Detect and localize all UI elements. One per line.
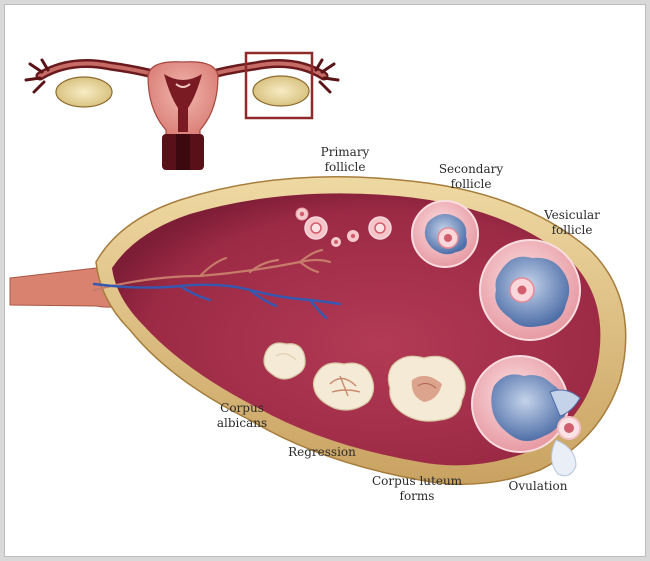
ovulating-follicle	[471, 355, 581, 453]
egg-cell-icon	[551, 416, 581, 477]
uterus-diagram	[24, 58, 340, 170]
secondary-follicle-line2: follicle	[450, 177, 492, 191]
primary-follicle-line1: Primary	[320, 145, 370, 159]
vesicular-follicle-label: Vesicular follicle	[532, 208, 612, 238]
primary-follicle-label: Primary follicle	[310, 145, 380, 175]
regressing-corpus	[312, 362, 375, 411]
corpus-luteum	[387, 355, 466, 422]
secondary-follicle	[411, 200, 479, 268]
vesicular-follicle-line2: follicle	[551, 223, 593, 237]
artery-vessels	[92, 248, 332, 292]
regression-label: Regression	[288, 445, 356, 459]
vesicular-follicle	[479, 239, 581, 341]
corpus-albicans-line1: Corpus	[220, 401, 264, 415]
corpus-luteum-forms-line1: Corpus luteum	[371, 474, 463, 488]
corpus-albicans-line2: albicans	[216, 416, 268, 430]
corpus-luteum-forms-line2: forms	[399, 489, 435, 503]
corpus-albicans-label: Corpus albicans	[204, 401, 280, 431]
secondary-follicle-label: Secondary follicle	[428, 162, 514, 192]
secondary-follicle-line1: Secondary	[438, 162, 504, 176]
primary-follicles	[295, 207, 392, 247]
vein-vessels	[92, 282, 342, 320]
corpus-albicans	[263, 342, 306, 380]
ovulation-label: Ovulation	[508, 479, 568, 493]
primary-follicle-line2: follicle	[324, 160, 366, 174]
highlight-box	[244, 51, 314, 120]
ovary-cross-section	[9, 175, 627, 485]
vesicular-follicle-line1: Vesicular	[544, 208, 600, 222]
corpus-luteum-forms-label: Corpus luteum forms	[362, 474, 472, 504]
